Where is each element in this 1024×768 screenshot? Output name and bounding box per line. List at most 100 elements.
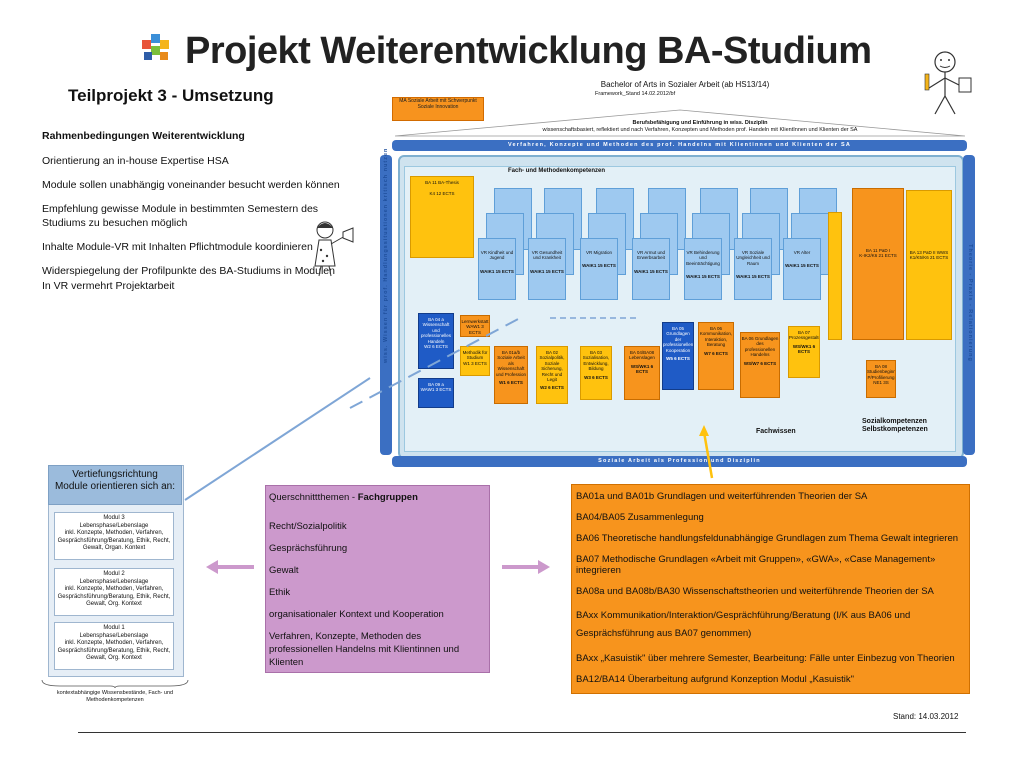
vr-box-ects: WAIK1 15 ECTS bbox=[480, 268, 514, 274]
ba-module-box: BA 01a/b Soziale Arbeit als Wissenschaft… bbox=[494, 346, 528, 404]
ba-module-ects: W3 6 ECTS bbox=[584, 374, 608, 380]
vertiefung-footer: kontextabhängige Wissensbestände, Fach- … bbox=[56, 690, 174, 703]
ba-module-label: BA 07 Prozessgestaltung bbox=[789, 330, 819, 341]
vr-box-ects: WAIK1 15 ECTS bbox=[582, 263, 616, 269]
ba-module-label: BA 03 Sozialisation, Entwicklung, Bildun… bbox=[582, 350, 610, 372]
condition-item: Empfehlung gewisse Module in bestimmten … bbox=[42, 203, 319, 229]
vr-box-ects: WAIK1 15 ECTS bbox=[530, 268, 564, 274]
fach-label: Fach- und Methodenkompetenzen bbox=[508, 168, 606, 174]
ba-module-box: BA 05 Grundlagen der professionellen Koo… bbox=[662, 322, 694, 390]
querschnitt-item: Verfahren, Konzepte, Methoden des profes… bbox=[269, 631, 460, 668]
ba-module-box: BA 03 Sozialisation, Entwicklung, Bildun… bbox=[580, 346, 612, 400]
condition-item: Widerspiegelung der Profilpunkte des BA-… bbox=[42, 264, 335, 277]
condition-item: In VR vermehrt Projektarbeit bbox=[42, 279, 175, 292]
roof-shape bbox=[395, 109, 965, 137]
ba-list-item: BAxx „Kasuistik" über mehrere Semester, … bbox=[576, 653, 955, 665]
ba-module-ects: W7 6 ECTS bbox=[704, 350, 728, 356]
vr-box-label: VR Migration bbox=[585, 250, 612, 255]
ba-module-box: BA 06 Grundlagen des professionellen Han… bbox=[740, 332, 780, 398]
vr-box-ects: WAIK1 15 ECTS bbox=[686, 274, 720, 280]
ma-box: MA Soziale Arbeit mit Schwerpunkt Sozial… bbox=[392, 97, 484, 121]
ba-module-ects: W2 6 ECTS bbox=[540, 385, 564, 391]
ba-module-ects: WS/W7 6 ECTS bbox=[743, 360, 777, 366]
vr-box-label: VR Gesundheit und Krankheit bbox=[531, 250, 563, 261]
querschnitt-item: Gewalt bbox=[269, 565, 299, 576]
stand-date: Stand: 14.03.2012 bbox=[893, 712, 959, 721]
ba-list-item: BAxx Kommunikation/Interaktion/Gesprächf… bbox=[576, 610, 911, 640]
top-bar: Verfahren, Konzepte und Methoden des pro… bbox=[392, 140, 967, 151]
ba-list-item: BA04/BA05 Zusammenlegung bbox=[576, 512, 704, 523]
ba-list-panel: BA01a und BA01b Grundlagen und weiterfüh… bbox=[571, 484, 970, 694]
stick-figure-illustration bbox=[924, 51, 972, 115]
bottom-bar: Soziale Arbeit als Profession und Diszip… bbox=[392, 456, 967, 467]
page-subtitle: Teilprojekt 3 - Umsetzung bbox=[68, 86, 274, 105]
left-bar-text: wiss. Wissen für prof. Handlungssituatio… bbox=[383, 147, 389, 363]
ba-module-label: BA 05 Grundlagen der professionellen Koo… bbox=[663, 326, 694, 353]
ba-list-item: BA08a und BA08b/BA30 Wissenschaftstheori… bbox=[576, 586, 934, 597]
querschnitt-heading: Querschnittthemen - Fachgruppen bbox=[269, 492, 418, 503]
ba-module-label: BA 06 Grundlagen des professionellen Han… bbox=[741, 336, 779, 358]
puzzle-logo-icon bbox=[142, 34, 169, 60]
ba-list-item: BA12/BA14 Überarbeitung aufgrund Konzept… bbox=[576, 674, 854, 686]
arrow-left-icon bbox=[206, 560, 254, 574]
ba-module-box: BA 02 Sozialpolitik, Soziale Sicherung, … bbox=[536, 346, 568, 404]
querschnitt-item: Recht/Sozialpolitik bbox=[269, 521, 347, 532]
condition-item: Inhalte Module-VR mit Inhalten Pflichtmo… bbox=[42, 240, 313, 253]
ba-module-box: BA 06 Kommunikation, Interaktion, Beratu… bbox=[698, 322, 734, 390]
right-bar-text: Theorie - Praxis - Relationierung bbox=[967, 244, 973, 362]
vr-box-ects: WAIK1 15 ECTS bbox=[736, 274, 770, 280]
brace-shape bbox=[41, 679, 189, 688]
ba04a-box: BA 04 a Wissenschaft und professionelles… bbox=[418, 313, 454, 369]
ba-module-ects: WS/WK1 6 ECTS bbox=[630, 363, 654, 375]
ba-module-label: BA 06 Kommunikation, Interaktion, Beratu… bbox=[699, 326, 733, 348]
ba-list-item: BA06 Theoretische handlungsfeldunabhängi… bbox=[576, 533, 959, 544]
ba-module-ects: WS/WK1 6 ECTS bbox=[792, 343, 816, 355]
vr-box-ects: WAIK1 15 ECTS bbox=[634, 268, 668, 274]
vr-box-ects: WAIK1 15 ECTS bbox=[785, 263, 819, 269]
condition-item: Orientierung an in-house Expertise HSA bbox=[42, 155, 229, 168]
vr-box-label: VR Alter bbox=[793, 250, 811, 255]
vr-box-label: VR Soziale Ungleichheit und Raum bbox=[736, 250, 770, 266]
ba-list-item: BA07 Methodische Grundlagen «Arbeit mit … bbox=[576, 554, 936, 576]
vr-box-label: VR Behinderung und Beeinträchtigung bbox=[686, 250, 720, 266]
ba-module-label: BA 01a/b Soziale Arbeit als Wissenschaft… bbox=[495, 350, 527, 377]
vertiefung-heading: Vertiefungsrichtung Module orientieren s… bbox=[48, 465, 182, 505]
querschnitt-item: organisationaler Kontext und Kooperation bbox=[269, 609, 444, 620]
arrow-right-icon bbox=[502, 560, 550, 574]
fachwissen-label: Fachwissen bbox=[756, 428, 796, 435]
ba-module-label: BA 02 Sozialpolitik, Soziale Sicherung, … bbox=[539, 350, 565, 382]
right-bar bbox=[963, 155, 975, 455]
conditions-heading: Rahmenbedingungen Weiterentwicklung bbox=[42, 130, 245, 142]
ba-module-label: BA 04/BA08 Lebenslagen bbox=[629, 350, 655, 361]
girl-illustration bbox=[314, 221, 354, 277]
page-title: Projekt Weiterentwicklung BA-Studium bbox=[185, 30, 872, 72]
querschnitt-item: Ethik bbox=[269, 587, 291, 598]
querschnitt-panel: Querschnittthemen - Fachgruppen Recht/So… bbox=[265, 485, 490, 673]
vr-box-label: VR Armut und Erwerbsarbeit bbox=[636, 250, 665, 261]
ba-module-ects: W1 6 ECTS bbox=[499, 379, 523, 385]
vr-box-label: VR Kindheit und Jugend bbox=[480, 250, 514, 261]
ba-list-item: BA01a und BA01b Grundlagen und weiterfüh… bbox=[576, 491, 868, 502]
ba-module-ects: W5 6 ECTS bbox=[666, 355, 690, 361]
diagram-title: Bachelor of Arts in Sozialer Arbeit (ab … bbox=[600, 80, 770, 89]
vert-yellow-strip bbox=[828, 212, 842, 340]
conditions-list: Rahmenbedingungen Weiterentwicklung Orie… bbox=[42, 130, 342, 304]
